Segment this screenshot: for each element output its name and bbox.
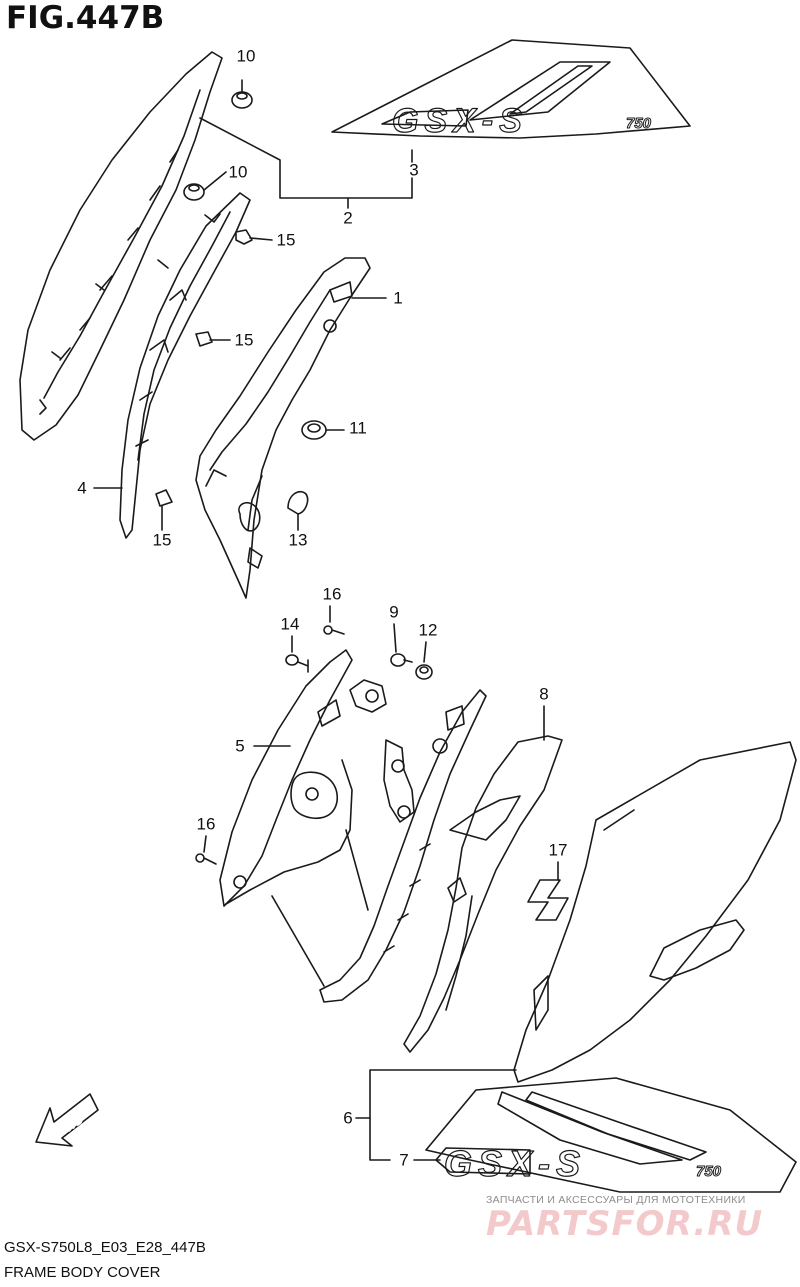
part-5-inner-panel [219, 649, 387, 907]
callout-3: 3 [409, 160, 419, 180]
part-1-frame-cover [195, 257, 371, 599]
callout-16-upper: 16 [322, 584, 342, 604]
callout-12: 12 [418, 620, 438, 640]
part-2-side-cover-left [19, 51, 223, 441]
screw-16-upper [323, 625, 345, 635]
leader-line-16b [203, 835, 207, 853]
collar-12 [415, 664, 433, 680]
screw-16-lower [195, 853, 217, 865]
callout-9: 9 [389, 602, 399, 622]
upper-decal-size: 750 [626, 115, 652, 132]
callout-15-middle: 15 [234, 330, 254, 350]
part-6-large-cover [513, 741, 797, 1083]
bracket-line-6-7 [369, 1069, 517, 1161]
grommet-10-upper [231, 91, 253, 109]
callout-4: 4 [77, 478, 87, 498]
figure-title: FIG.447B [6, 0, 165, 36]
part-7-lower-decal [425, 1077, 797, 1193]
watermark-caption: ЗАПЧАСТИ И АКСЕССУАРЫ ДЛЯ МОТОТЕХНИКИ [486, 1194, 746, 1206]
part-8-side-panel [403, 735, 563, 1053]
leader-line-10b [203, 171, 227, 191]
callout-10-lower: 10 [228, 162, 248, 182]
part-3-upper-decal [331, 39, 691, 139]
callout-2: 2 [343, 208, 353, 228]
callout-15-lower: 15 [152, 530, 172, 550]
upper-decal-logo: GSX-S [392, 102, 528, 140]
bolt-9 [390, 653, 413, 667]
callout-6: 6 [343, 1108, 353, 1128]
callout-17: 17 [548, 840, 568, 860]
clip-15-middle [195, 331, 213, 347]
lower-decal-size: 750 [696, 1163, 722, 1180]
callout-14: 14 [280, 614, 300, 634]
callout-13: 13 [288, 530, 308, 550]
leader-line-12 [423, 641, 427, 663]
callout-11: 11 [349, 418, 367, 438]
callout-7: 7 [399, 1150, 409, 1170]
callout-10-upper: 10 [236, 46, 256, 66]
callout-1: 1 [393, 288, 403, 308]
figure-caption: FRAME BODY COVER [4, 1264, 161, 1281]
grommet-11 [301, 420, 327, 440]
watermark-logo: PARTSFOR.RU [486, 1204, 764, 1244]
bolt-14 [285, 654, 309, 673]
part-17-emblem [527, 879, 569, 921]
fwd-direction-arrow: FWD [35, 1093, 99, 1147]
callout-5: 5 [235, 736, 245, 756]
part-4-inner-cover [119, 192, 251, 539]
cap-13 [287, 490, 309, 515]
leader-line-9 [393, 623, 397, 653]
grommet-10-lower [183, 183, 205, 201]
callout-16-lower: 16 [196, 814, 216, 834]
model-code: GSX-S750L8_E03_E28_447B [4, 1239, 206, 1256]
clip-15-lower [155, 489, 173, 507]
bracket-line-2-3 [199, 117, 413, 199]
callout-8: 8 [539, 684, 549, 704]
clip-15-upper [235, 229, 253, 245]
callout-15-upper: 15 [276, 230, 296, 250]
lower-inner-bracket [271, 689, 487, 1003]
leader-line-15a [249, 237, 273, 241]
lower-decal-logo: GSX-S [444, 1143, 586, 1184]
